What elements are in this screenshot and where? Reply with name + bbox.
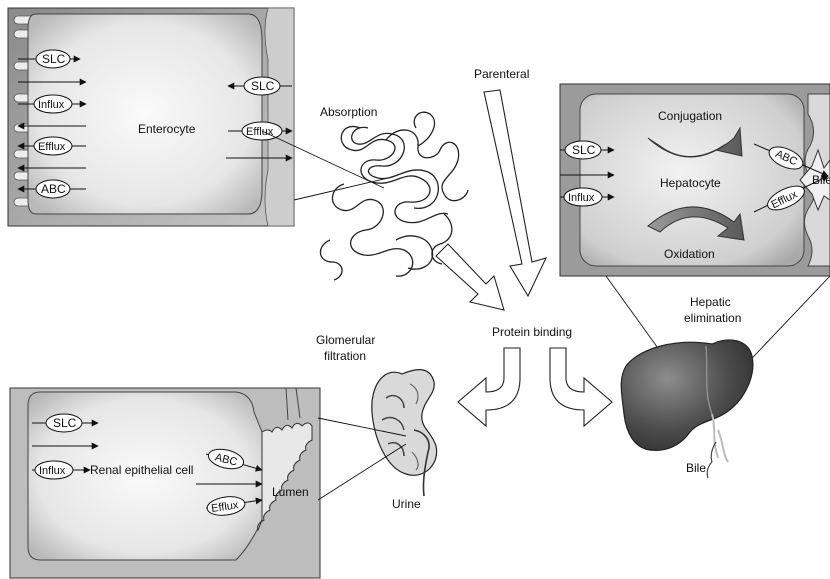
hepatocyte-label: Hepatocyte bbox=[660, 176, 721, 190]
bile-edge-label: Bile bbox=[812, 173, 830, 187]
lumen-label: Lumen bbox=[272, 485, 309, 499]
bile-label: Bile bbox=[686, 461, 706, 475]
glomerular-filtration-line1: Glomerular bbox=[316, 333, 375, 347]
enterocyte-label: Enterocyte bbox=[138, 122, 196, 136]
absorption-label: Absorption bbox=[320, 105, 377, 119]
absorption-arrow bbox=[436, 244, 504, 310]
enterocyte-slc-right: SLC bbox=[251, 79, 275, 93]
conjugation-label: Conjugation bbox=[658, 109, 722, 123]
hepatic-elimination-line1: Hepatic bbox=[690, 295, 731, 309]
hepatocyte-influx: Influx bbox=[568, 192, 595, 204]
renal-influx: Influx bbox=[39, 465, 66, 477]
parenteral-label: Parenteral bbox=[474, 67, 529, 81]
glomerular-filtration-line2: filtration bbox=[324, 349, 366, 363]
renal-panel: Renal epithelial cell Lumen SLC Influx A… bbox=[10, 388, 320, 578]
protein-binding-label: Protein binding bbox=[492, 325, 572, 339]
renal-cell-label: Renal epithelial cell bbox=[90, 463, 193, 477]
hepatocyte-panel: Bile Conjugation Hepatocyte Oxidation SL… bbox=[560, 84, 830, 276]
kidney-arrow bbox=[458, 348, 520, 426]
renal-slc: SLC bbox=[53, 416, 77, 430]
oxidation-label: Oxidation bbox=[664, 247, 715, 261]
enterocyte-abc-left: ABC bbox=[41, 182, 66, 196]
enterocyte-influx-left: Influx bbox=[38, 99, 65, 111]
enterocyte-efflux-left: Efflux bbox=[38, 141, 66, 153]
enterocyte-panel: Enterocyte SLC Influx Efflux ABC SLC Eff… bbox=[8, 8, 294, 226]
enterocyte-slc-left: SLC bbox=[42, 52, 66, 66]
hepatic-elimination-line2: elimination bbox=[684, 311, 741, 325]
liver-arrow bbox=[550, 348, 612, 426]
liver-illustration bbox=[621, 340, 753, 478]
hepatocyte-slc: SLC bbox=[572, 143, 596, 157]
parenteral-arrow bbox=[484, 90, 546, 296]
kidney-illustration bbox=[372, 370, 437, 496]
enterocyte-efflux-right: Efflux bbox=[246, 126, 274, 138]
urine-label: Urine bbox=[392, 497, 421, 511]
